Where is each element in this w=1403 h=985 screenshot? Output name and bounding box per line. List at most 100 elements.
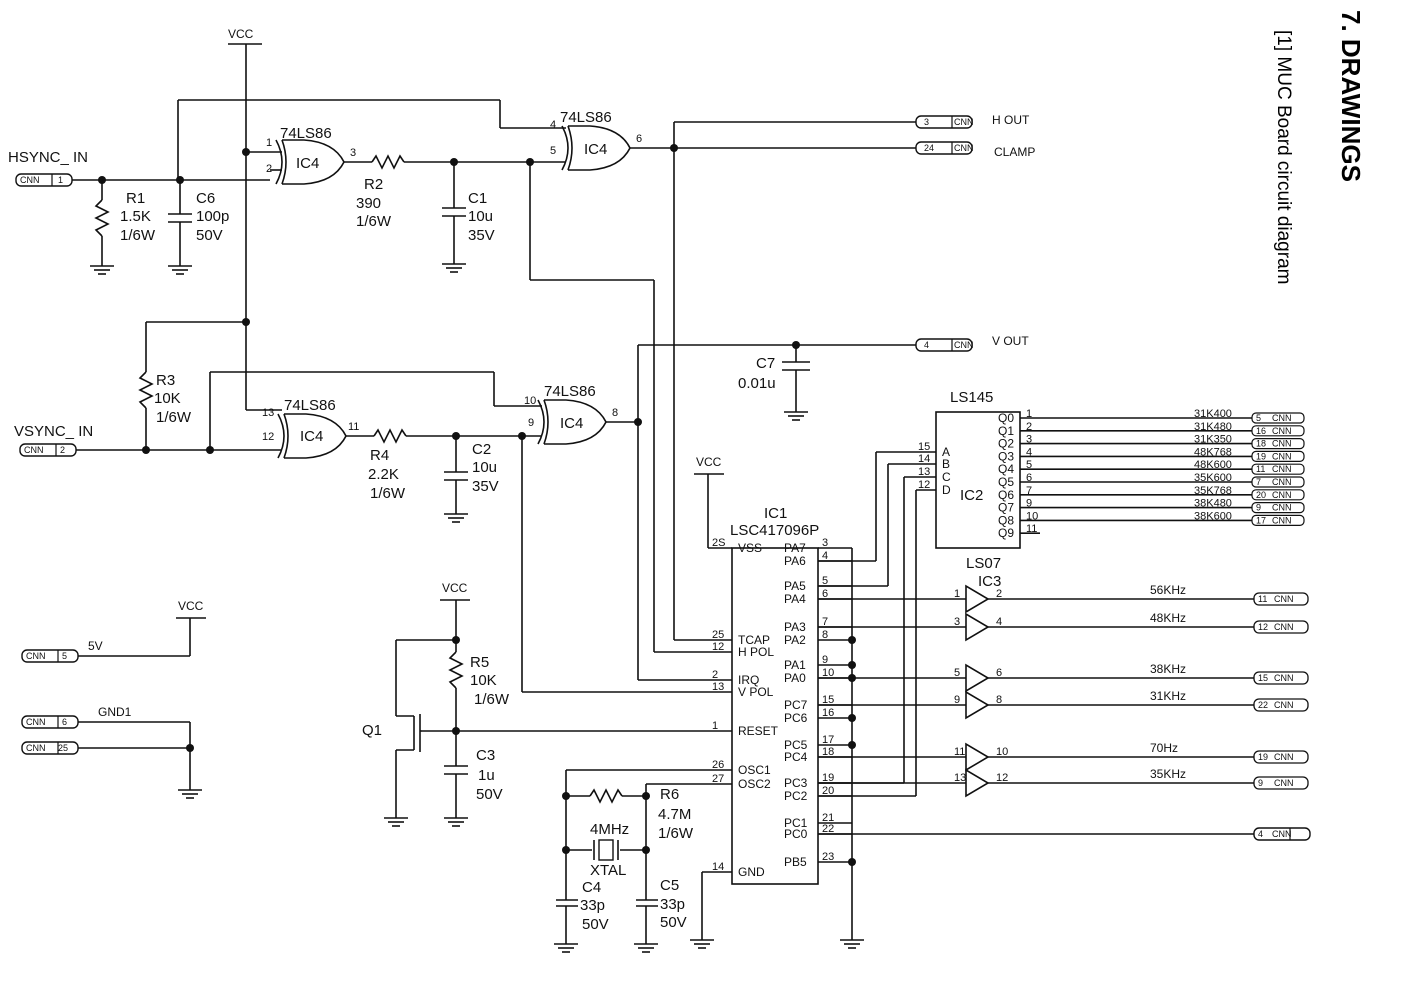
ic1-pin-label: V POL <box>738 685 774 699</box>
ic1-pin-label: PA5 <box>784 579 806 593</box>
gate2-type: 74LS86 <box>560 109 612 126</box>
ic2-output-number: 6 <box>1026 472 1032 484</box>
ic1-pin-number: 2S <box>712 537 725 549</box>
ic1-pin-number: 5 <box>822 575 828 587</box>
ic2-output-label: Q8 <box>998 513 1014 527</box>
crystal <box>593 839 619 861</box>
r4-ref: R4 <box>370 447 389 464</box>
gate1-type: 74LS86 <box>280 125 332 142</box>
svg-text:8: 8 <box>612 407 618 419</box>
ic2-input-label: A <box>942 445 950 459</box>
c6-voltage: 50V <box>196 227 223 244</box>
c2-voltage: 35V <box>472 478 499 495</box>
svg-text:11: 11 <box>954 746 965 758</box>
h-out-connector: 3 CNN <box>915 115 974 129</box>
r2-power: 1/6W <box>356 213 392 230</box>
q1-transistor <box>383 640 422 827</box>
ic1-pin-number: 22 <box>822 823 834 835</box>
ic1-pin-label: PA1 <box>784 658 806 672</box>
ic1-pin-label: PC2 <box>784 789 808 803</box>
svg-text:CNN: CNN <box>1274 594 1294 604</box>
svg-text:CNN: CNN <box>1272 829 1292 839</box>
section-title: 7. DRAWINGS <box>1336 10 1366 182</box>
hsync-in-label: HSYNC_ IN <box>8 149 88 166</box>
r2-ref: R2 <box>364 176 383 193</box>
svg-text:CNN: CNN <box>954 117 974 127</box>
svg-text:9: 9 <box>954 694 960 706</box>
ic2-output-number: 7 <box>1026 485 1032 497</box>
gate3-type: 74LS86 <box>284 397 336 414</box>
ic2-output-label: Q4 <box>998 462 1014 476</box>
junction-dot <box>848 714 856 722</box>
ic1-pin-label: PC7 <box>784 698 808 712</box>
junction-dot <box>848 741 856 749</box>
r6-ref: R6 <box>660 786 679 803</box>
svg-text:4: 4 <box>924 340 929 350</box>
svg-text:CNN: CNN <box>24 445 44 455</box>
gate4-name: IC4 <box>560 415 583 432</box>
mode-label: 38K480 <box>1194 498 1232 510</box>
ic1-pin-number: 4 <box>822 550 828 562</box>
ic1-pin-label: PC3 <box>784 776 808 790</box>
ic1-pin-label: PC1 <box>784 816 808 830</box>
ic1-pin-number: 26 <box>712 759 724 771</box>
c7-value: 0.01u <box>738 375 776 392</box>
ic2-output-label: Q0 <box>998 411 1014 425</box>
frequency-label: 56KHz <box>1150 583 1186 597</box>
svg-text:3: 3 <box>924 117 929 127</box>
ic1-pin-label: GND <box>738 865 765 879</box>
ic1-pin-label: RESET <box>738 724 779 738</box>
junction-dot <box>848 636 856 644</box>
ic1-pin-number: 7 <box>822 616 828 628</box>
ic1-pin-label: PA0 <box>784 671 806 685</box>
ic2-output-label: Q2 <box>998 437 1014 451</box>
svg-text:CNN: CNN <box>1272 451 1292 461</box>
ic1-pin-number: 25 <box>712 629 724 641</box>
svg-text:19: 19 <box>1258 752 1268 762</box>
xtal-label: XTAL <box>590 862 626 879</box>
c6-value: 100p <box>196 208 229 225</box>
ic1-pin-label: VSS <box>738 541 762 555</box>
gnd1-label: GND1 <box>98 705 132 719</box>
gate4-type: 74LS86 <box>544 383 596 400</box>
svg-text:19: 19 <box>1256 451 1266 461</box>
svg-text:9: 9 <box>1258 778 1263 788</box>
ic1-pin-label: PA6 <box>784 554 806 568</box>
ic2-output-number: 1 <box>1026 408 1032 420</box>
ic2-input-label: B <box>942 457 950 471</box>
ic2-output-label: Q9 <box>998 526 1014 540</box>
ic1-pin-number: 10 <box>822 667 834 679</box>
mode-label: 48K600 <box>1194 459 1232 471</box>
svg-text:18: 18 <box>1256 439 1266 449</box>
ic1-pin-label: PC4 <box>784 750 808 764</box>
svg-text:5: 5 <box>954 667 960 679</box>
r1-ref: R1 <box>126 190 145 207</box>
gate3-name: IC4 <box>300 428 323 445</box>
ic1-pin-number: 2 <box>712 669 718 681</box>
ic1-pin-number: 19 <box>822 772 834 784</box>
ic2-type: LS145 <box>950 389 993 406</box>
gate1-name: IC4 <box>296 155 319 172</box>
c1-ref: C1 <box>468 190 487 207</box>
frequency-label: 35KHz <box>1150 767 1186 781</box>
ic1-pin-number: 14 <box>712 861 724 873</box>
c5-voltage: 50V <box>660 914 687 931</box>
c4-value: 33p <box>580 897 605 914</box>
c4-ref: C4 <box>582 879 601 896</box>
svg-text:CNN: CNN <box>20 175 40 185</box>
ic1-pin-number: 3 <box>822 537 828 549</box>
svg-text:4: 4 <box>550 119 556 131</box>
svg-text:CNN: CNN <box>1272 413 1292 423</box>
ic3-name: IC3 <box>978 573 1001 590</box>
ic2-output-number: 3 <box>1026 434 1032 446</box>
vcc-ic1-label: VCC <box>696 455 722 469</box>
r4-value: 2.2K <box>368 466 399 483</box>
svg-text:CNN: CNN <box>1274 622 1294 632</box>
